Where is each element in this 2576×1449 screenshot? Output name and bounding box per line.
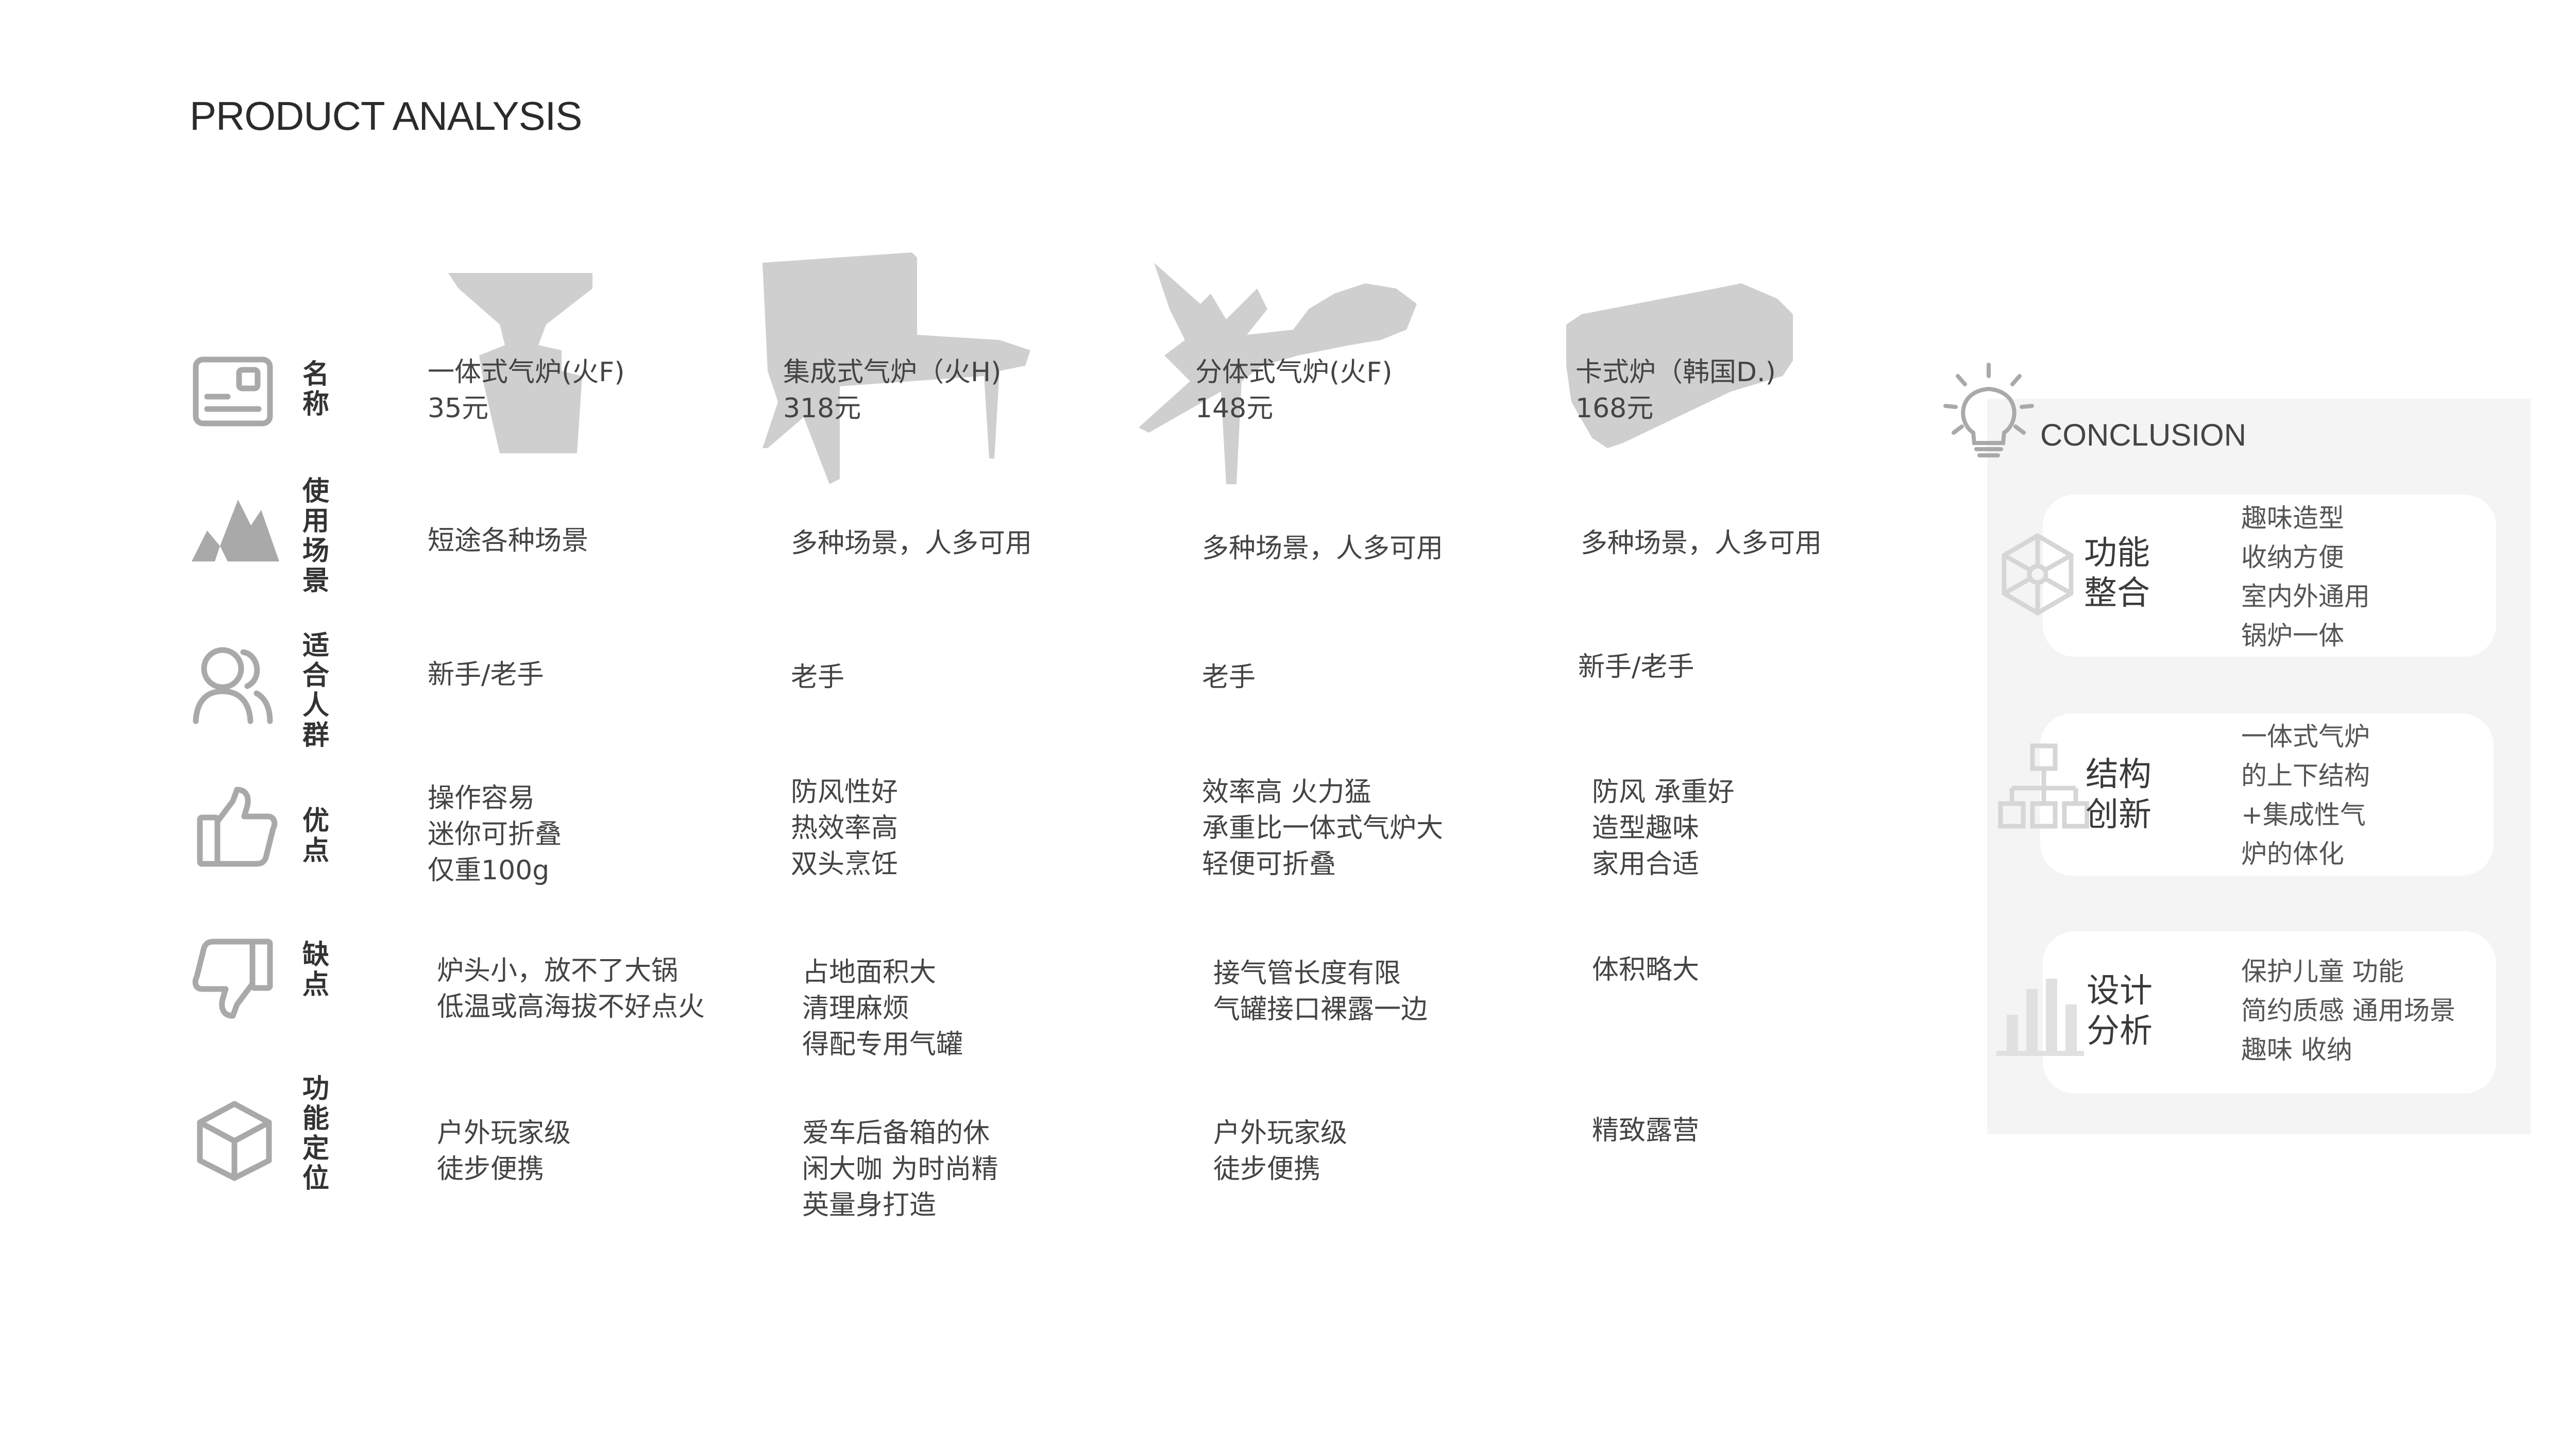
conclusion-card <box>2043 931 2496 1094</box>
page-title: PRODUCT ANALYSIS <box>190 93 582 139</box>
conclusion-title: CONCLUSION <box>2040 418 2247 452</box>
network-icon <box>2002 533 2074 616</box>
card-title: 结构 创新 <box>2086 756 2151 834</box>
product-name: 分体式气炉(火F) <box>1195 357 1393 388</box>
thumbs-up-icon <box>197 787 278 867</box>
card-title: 设计 分析 <box>2087 972 2153 1050</box>
thumbs-down-icon <box>192 939 273 1019</box>
product-pros: 操作容易 迷你可折叠 仅重100g <box>428 783 562 886</box>
mountains-icon <box>192 500 279 561</box>
bar-chart-icon <box>1996 979 2084 1056</box>
id-card-icon <box>193 356 273 427</box>
stove-silhouette-split <box>1139 263 1417 484</box>
hierarchy-icon <box>1998 743 2089 829</box>
row-label-cons: 缺点 <box>302 940 329 1000</box>
product-cons: 占地面积大 清理麻烦 得配专用气罐 <box>802 957 963 1060</box>
product-price: 35元 <box>428 393 489 424</box>
product-scenario: 多种场景，人多可用 <box>791 528 1032 559</box>
stove-silhouette-integrated <box>448 273 592 453</box>
product-audience: 新手/老手 <box>1578 652 1694 683</box>
product-price: 318元 <box>783 393 861 424</box>
product-scenario: 短途各种场景 <box>428 525 589 556</box>
product-pros: 防风 承重好 造型趣味 家用合适 <box>1592 777 1735 880</box>
row-label-name: 名称 <box>302 359 329 420</box>
card-title: 功能 整合 <box>2084 534 2150 612</box>
stove-silhouette-cassette <box>1566 283 1793 448</box>
product-pros: 防风性好 热效率高 双头烹饪 <box>791 777 899 880</box>
product-positioning: 户外玩家级 徒步便携 <box>437 1118 571 1185</box>
product-price: 168元 <box>1575 393 1654 424</box>
lightbulb-icon <box>1943 363 2034 457</box>
product-name: 集成式气炉（火H) <box>783 357 1002 388</box>
product-pros: 效率高 火力猛 承重比一体式气炉大 轻便可折叠 <box>1202 777 1444 880</box>
card-text: 保护儿童 功能 简约质感 通用场景 趣味 收纳 <box>2241 957 2455 1065</box>
product-audience: 老手 <box>791 662 845 693</box>
product-cons: 接气管长度有限 气罐接口裸露一边 <box>1213 958 1428 1025</box>
product-scenario: 多种场景，人多可用 <box>1581 528 1822 559</box>
row-label-scenario: 使用场景 <box>302 476 329 596</box>
card-text: 一体式气炉 的上下结构 +集成性气 炉的体化 <box>2241 722 2370 869</box>
product-audience: 老手 <box>1202 662 1256 693</box>
row-label-audience: 适合人群 <box>302 630 329 751</box>
product-scenario: 多种场景，人多可用 <box>1202 533 1444 564</box>
conclusion-card <box>2043 495 2496 657</box>
row-label-pros: 优点 <box>302 806 329 866</box>
row-label-positioning: 功能定位 <box>302 1073 329 1194</box>
product-audience: 新手/老手 <box>428 659 544 690</box>
product-name: 卡式炉（韩国D.) <box>1575 357 1776 388</box>
users-icon <box>193 647 273 724</box>
card-text: 趣味造型 收纳方便 室内外通用 锅炉一体 <box>2241 503 2370 651</box>
product-price: 148元 <box>1195 393 1274 424</box>
product-positioning: 户外玩家级 徒步便携 <box>1213 1118 1348 1185</box>
product-name: 一体式气炉(火F) <box>428 357 625 388</box>
conclusion-card <box>2040 713 2494 876</box>
product-cons: 体积略大 <box>1592 954 1700 985</box>
stove-silhouette-box <box>762 252 1030 484</box>
product-positioning: 爱车后备箱的休 闲大咖 为时尚精 英量身打造 <box>802 1118 998 1221</box>
product-cons: 炉头小，放不了大锅 低温或高海拔不好点火 <box>437 956 705 1022</box>
cube-icon <box>197 1101 272 1181</box>
product-positioning: 精致露营 <box>1592 1115 1700 1146</box>
